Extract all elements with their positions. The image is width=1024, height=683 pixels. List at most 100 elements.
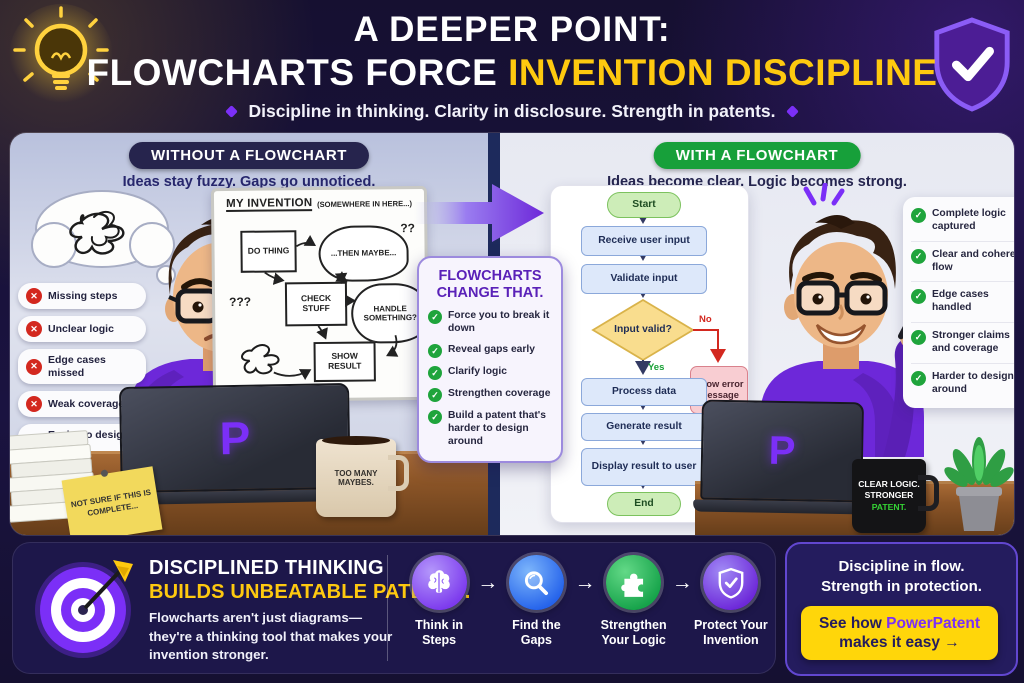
benefit-label: Clarify logic: [448, 366, 507, 378]
title-accent-part: INVENTION DISCIPLINE: [508, 52, 938, 93]
check-circle-icon: [428, 366, 442, 381]
step-circle: [703, 555, 759, 610]
target-dart-icon: [35, 560, 133, 658]
panel-without-flowchart: WITHOUT A FLOWCHART Ideas stay fuzzy. Ga…: [10, 133, 488, 535]
cta-button-line1: See how PowerPatent: [819, 614, 980, 633]
thought-cloud-icon: [31, 190, 188, 295]
whiteboard-arrows: [241, 234, 399, 381]
page-title-line2: FLOWCHARTS FORCE INVENTION DISCIPLINE: [0, 52, 1024, 94]
cta-brand: PowerPatent: [886, 614, 981, 632]
mug-line: CLEAR LOGIC.: [858, 478, 920, 489]
right-arrow-glyph: →: [477, 571, 499, 594]
benefits-list: Force you to break it down Reveal gaps e…: [428, 310, 552, 448]
right-arrow-glyph: →: [574, 571, 596, 594]
x-circle-icon: [26, 396, 42, 413]
plant-icon: [944, 437, 1014, 531]
step-label: Think in Steps: [415, 618, 464, 647]
title-white-part: FLOWCHARTS FORCE: [86, 52, 509, 93]
footer-message-card: DISCIPLINED THINKING BUILDS UNBEATABLE P…: [12, 542, 776, 674]
issue-label: Edge cases missed: [48, 354, 106, 379]
shield-check-badge-icon: [934, 17, 1010, 112]
without-flowchart-badge: WITHOUT A FLOWCHART: [128, 142, 370, 169]
without-tagline: Ideas stay fuzzy. Gaps go unnoticed.: [122, 174, 376, 190]
see-how-powerpatent-button[interactable]: See how PowerPatent makes it easy →: [801, 606, 998, 660]
magnifier-icon: [525, 570, 549, 595]
win-item: Complete logic captured: [911, 201, 1014, 242]
step-circle: [411, 555, 467, 610]
flowchart-card: Start Receive user input Validate input …: [550, 185, 749, 523]
issue-label: Weak coverage: [48, 397, 125, 410]
transition-arrow-icon: [414, 184, 544, 242]
footer-headline-white: DISCIPLINED THINKING: [149, 557, 384, 579]
sparkle-marks-icon: [803, 183, 845, 206]
footer-divider: [387, 555, 388, 661]
check-circle-icon: [911, 370, 926, 386]
fc-process-data: Process data: [581, 378, 707, 406]
diamond-decoration-right: [785, 105, 799, 118]
check-circle-icon: [911, 248, 926, 264]
panel-with-flowchart: WITH A FLOWCHART Ideas become clear. Log…: [500, 133, 1014, 535]
whiteboard: MY INVENTION (SOMEWHERE IN HERE...) DO T…: [210, 185, 430, 403]
benefit-item: Force you to break it down: [428, 310, 552, 336]
mug-too-many-maybes: TOO MANY MAYBES.: [316, 436, 409, 517]
fc-receive-input: Receive user input: [581, 226, 707, 256]
cta-card: Discipline in flow. Strength in protecti…: [785, 542, 1018, 676]
benefit-label: Reveal gaps early: [448, 344, 536, 356]
cta-line1: Discipline in flow.: [838, 558, 965, 575]
comparison-panels: WITHOUT A FLOWCHART Ideas stay fuzzy. Ga…: [10, 133, 1014, 535]
subtitle-row: Discipline in thinking. Clarity in discl…: [0, 101, 1024, 122]
check-circle-icon: [428, 388, 442, 403]
check-circle-icon: [911, 208, 926, 223]
shield-check-icon: [718, 567, 744, 599]
mug-line: PATENT.: [871, 501, 907, 512]
fc-generate-result: Generate result: [581, 413, 707, 441]
cta-prefix: See how: [818, 614, 887, 632]
fc-end: End: [607, 492, 681, 516]
win-label: Clear and coherent flow: [932, 248, 1014, 273]
fc-start: Start: [607, 192, 681, 218]
diamond-decoration-left: [225, 105, 239, 118]
fc-decision: Input valid?: [614, 323, 672, 335]
x-circle-icon: [26, 321, 42, 337]
page-title-line1: A DEEPER POINT:: [353, 10, 671, 49]
flowcharts-change-that-card: FLOWCHARTS CHANGE THAT. Force you to bre…: [417, 256, 563, 463]
benefit-item: Strengthen coverage: [428, 388, 552, 403]
issue-item: Edge cases missed: [18, 349, 146, 385]
win-label: Stronger claims and coverage: [932, 330, 1010, 355]
mug-line: STRONGER: [864, 490, 914, 501]
cta-line2: Strength in protection.: [821, 578, 982, 595]
with-flowchart-badge: WITH A FLOWCHART: [653, 142, 861, 169]
process-steps: Think in Steps → Find the Gaps →: [401, 555, 769, 648]
benefit-label: Force you to break it down: [448, 310, 550, 335]
win-label: Harder to design around: [932, 370, 1014, 395]
right-arrow-glyph: →: [671, 571, 693, 594]
step-find-the-gaps: Find the Gaps: [498, 555, 574, 648]
win-label: Edge cases handled: [932, 289, 989, 314]
check-circle-icon: [911, 289, 926, 305]
issue-item: Missing steps: [18, 283, 146, 309]
check-circle-icon: [428, 410, 442, 425]
subtitle: Discipline in thinking. Clarity in discl…: [248, 101, 776, 121]
win-item: Stronger claims and coverage: [911, 323, 1014, 364]
step-protect-invention: Protect Your Invention: [693, 555, 769, 648]
step-label: Find the Gaps: [512, 618, 561, 647]
mug-clear-logic: CLEAR LOGIC. STRONGER PATENT.: [852, 459, 939, 533]
win-item: Harder to design around: [911, 364, 1014, 404]
check-circle-icon: [428, 310, 442, 325]
step-think-in-steps: Think in Steps: [401, 555, 477, 648]
step-label: Protect Your Invention: [693, 618, 768, 647]
lightbulb-icon: [9, 4, 113, 108]
check-circle-icon: [428, 344, 442, 359]
footer-body-text: Flowcharts aren't just diagrams— they're…: [149, 610, 393, 663]
benefit-label: Strengthen coverage: [448, 388, 551, 400]
step-circle: [508, 555, 564, 610]
benefit-item: Build a patent that's harder to design a…: [428, 410, 552, 449]
step-label: Strengthen Your Logic: [600, 618, 667, 647]
fc-display-result: Display result to user: [581, 448, 707, 486]
laptop-right: P: [692, 399, 870, 515]
benefit-item: Reveal gaps early: [428, 344, 552, 359]
footer-headline-yellow: BUILDS UNBEATABLE PATENTS.: [149, 581, 471, 603]
laptop-screen: P: [700, 399, 864, 503]
benefit-item: Clarify logic: [428, 366, 552, 381]
